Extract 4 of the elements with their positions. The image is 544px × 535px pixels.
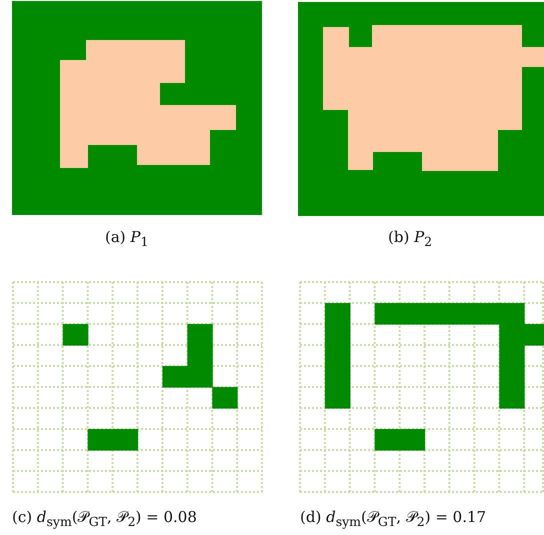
figure-caption: (a) P$_{1}$ [105,228,148,251]
figure-caption: (c) d$_{sym}$(𝒫$_{GT}$, 𝒫$_{2}$) = 0.08 [12,508,197,531]
figure-caption: (d) d$_{sym}$(𝒫$_{GT}$, 𝒫$_{2}$) = 0.17 [300,508,486,531]
figure-caption: (b) P$_{2}$ [388,228,432,251]
